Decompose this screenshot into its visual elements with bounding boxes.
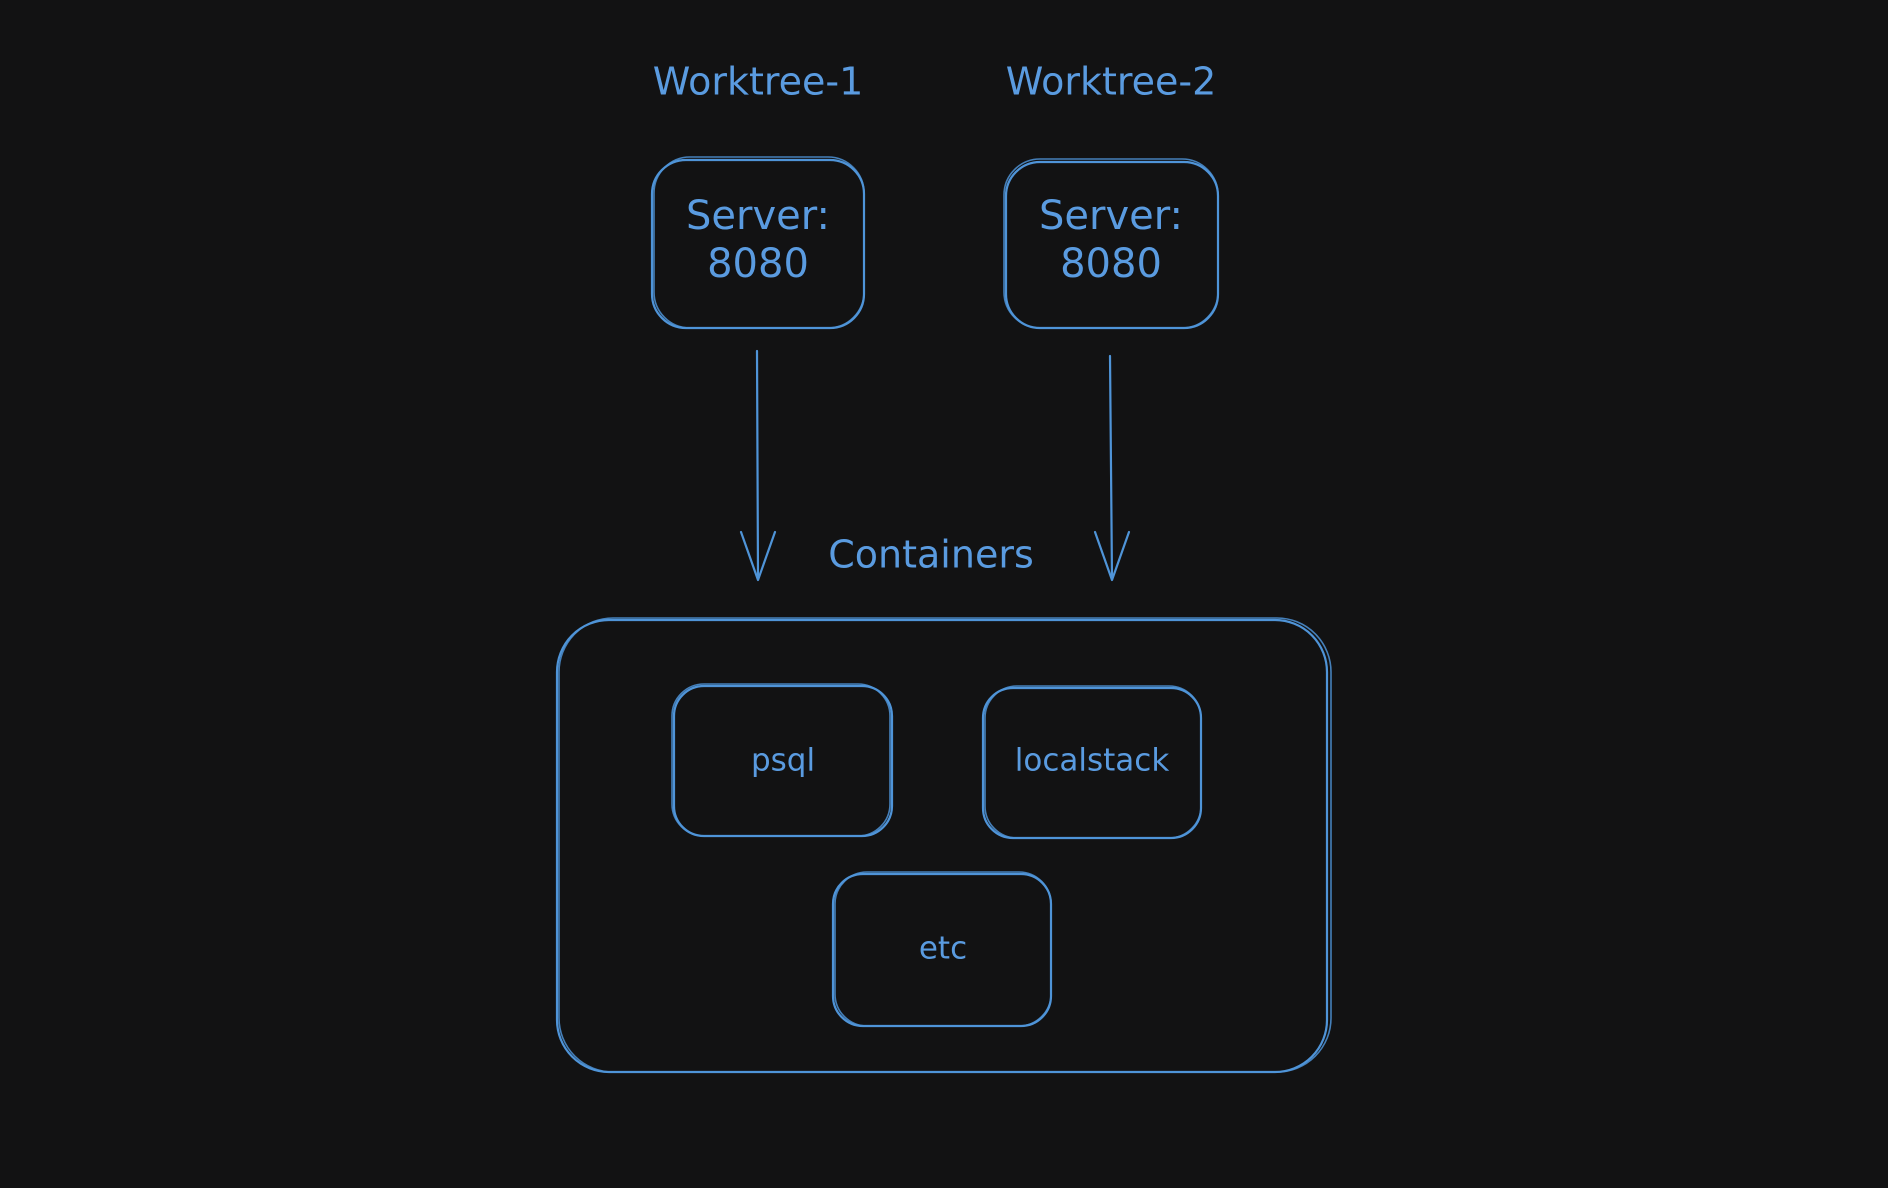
container-label-psql: psql bbox=[751, 743, 815, 779]
containers-box bbox=[555, 617, 1332, 1074]
server-port-1: 8080 bbox=[707, 241, 809, 287]
container-psql: psql bbox=[671, 683, 894, 838]
server-port-2: 8080 bbox=[1060, 241, 1162, 287]
server-box-worktree-1: Server: 8080 bbox=[650, 156, 866, 330]
server-label-2: Server: bbox=[1039, 193, 1183, 239]
arrow-worktree-1-to-containers bbox=[739, 349, 777, 582]
containers-title: Containers bbox=[828, 533, 1034, 577]
worktree-1-title: Worktree-1 bbox=[653, 60, 864, 104]
arrow-worktree-2-to-containers bbox=[1093, 354, 1131, 582]
worktree-2-title: Worktree-2 bbox=[1006, 60, 1217, 104]
container-label-etc: etc bbox=[919, 931, 967, 967]
container-label-localstack: localstack bbox=[1015, 743, 1170, 779]
container-etc: etc bbox=[831, 871, 1053, 1028]
container-localstack: localstack bbox=[981, 685, 1203, 840]
server-box-worktree-2: Server: 8080 bbox=[1003, 158, 1220, 330]
server-label-1: Server: bbox=[686, 193, 830, 239]
